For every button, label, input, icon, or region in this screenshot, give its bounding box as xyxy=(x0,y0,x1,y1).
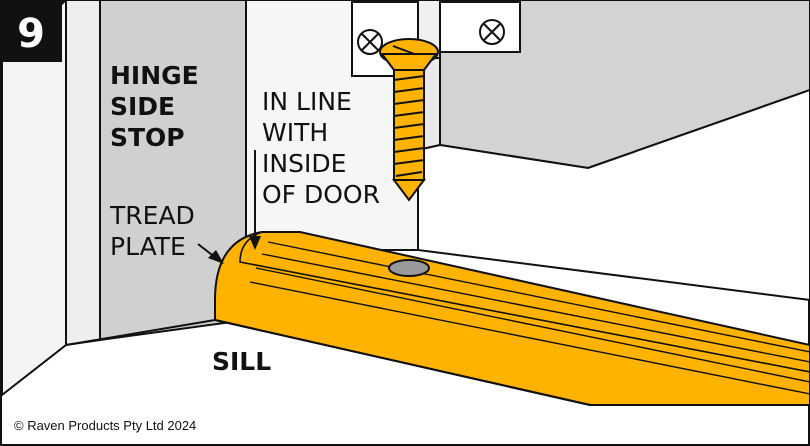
hinge-side-stop-label-2: SIDE xyxy=(110,92,175,121)
step-number: 9 xyxy=(17,11,45,57)
tread-plate-label-2: PLATE xyxy=(110,232,186,261)
in-line-label-2: WITH xyxy=(262,118,328,147)
phillips-head-icon xyxy=(357,29,383,55)
jamb-side xyxy=(65,0,101,347)
arrow-icon xyxy=(249,150,261,250)
copyright-text: © Raven Products Pty Ltd 2024 xyxy=(14,418,196,433)
sill-label: SILL xyxy=(212,347,271,376)
phillips-head-icon xyxy=(479,19,505,45)
sill-line xyxy=(65,319,216,346)
hinge-side-stop-label-3: STOP xyxy=(110,123,185,152)
in-line-label-3: INSIDE xyxy=(262,149,346,178)
screw-icon xyxy=(379,38,439,202)
in-line-label-1: IN LINE xyxy=(262,87,352,116)
tread-plate-label-1: TREAD xyxy=(109,201,195,230)
arrow-icon xyxy=(197,243,224,264)
in-line-label-4: OF DOOR xyxy=(262,180,380,209)
floor-wall xyxy=(417,88,810,302)
hinge-side-stop-label-1: HINGE xyxy=(110,61,199,90)
sill-edge xyxy=(214,319,591,406)
step-number-box xyxy=(0,0,62,62)
tread-plate xyxy=(214,231,810,406)
